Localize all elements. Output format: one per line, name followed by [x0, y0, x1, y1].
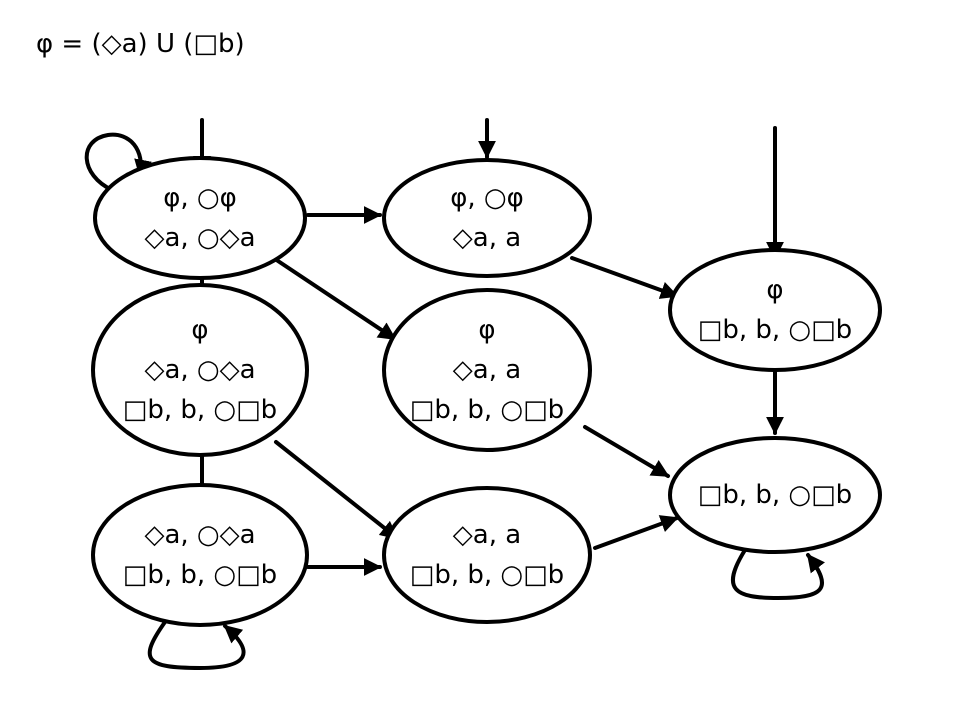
state-ellipse — [91, 283, 309, 457]
state-label-line: ◇a, a — [453, 223, 521, 253]
edge-n8-to-n6 — [593, 515, 679, 550]
state-label-line: □b, b, ○□b — [698, 315, 852, 345]
state-label-line: □b, b, ○□b — [410, 395, 564, 425]
state-node-n6: □b, b, ○□b — [668, 436, 882, 554]
edge-n1-to-n5 — [270, 255, 397, 341]
state-node-n8: ◇a, a □b, b, ○□b — [382, 486, 592, 624]
state-label-line: ◇a, ○◇a — [144, 520, 255, 550]
state-label-line: φ — [478, 315, 495, 345]
self-loop-n7 — [147, 620, 246, 671]
edges — [84, 118, 826, 671]
state-node-n1: φ, ○φ ◇a, ○◇a — [93, 156, 307, 280]
state-ellipse — [382, 288, 592, 452]
edge-n4-to-n8 — [274, 440, 399, 540]
state-label-line: φ, ○φ — [450, 183, 524, 213]
edge-n5-to-n6 — [583, 425, 670, 478]
state-label-line: □b, b, ○□b — [410, 560, 564, 590]
state-label-line: □b, b, ○□b — [123, 395, 277, 425]
state-label-line: ◇a, a — [453, 520, 521, 550]
state-node-n3: φ □b, b, ○□b — [668, 248, 882, 372]
state-label-line: φ — [766, 275, 783, 305]
state-ellipse — [668, 248, 882, 372]
state-label-line: ◇a, ○◇a — [144, 355, 255, 385]
self-loop-n6 — [731, 548, 826, 601]
state-label-line: □b, b, ○□b — [698, 480, 852, 510]
state-node-n4: φ ◇a, ○◇a □b, b, ○□b — [91, 283, 309, 457]
state-ellipse — [382, 158, 592, 278]
state-ellipse — [91, 483, 309, 627]
state-node-n7: ◇a, ○◇a □b, b, ○□b — [91, 483, 309, 627]
state-ellipse — [668, 436, 882, 554]
state-label-line: ◇a, ○◇a — [144, 223, 255, 253]
state-label-line: φ — [191, 315, 208, 345]
self-loop-n1 — [84, 132, 152, 192]
formula-title: φ = (◇a) U (□b) — [36, 29, 245, 59]
state-node-n5: φ ◇a, a □b, b, ○□b — [382, 288, 592, 452]
state-label-line: φ, ○φ — [163, 183, 237, 213]
state-ellipse — [93, 156, 307, 280]
state-label-line: □b, b, ○□b — [123, 560, 277, 590]
state-node-n2: φ, ○φ ◇a, a — [382, 158, 592, 278]
nodes: φ, ○φ ◇a, ○◇a φ, ○φ ◇a, a φ □b, b, ○□b φ ◇a, ○◇… — [91, 156, 882, 627]
state-ellipse — [382, 486, 592, 624]
state-label-line: ◇a, a — [453, 355, 521, 385]
edge-n2-to-n3 — [570, 256, 679, 299]
